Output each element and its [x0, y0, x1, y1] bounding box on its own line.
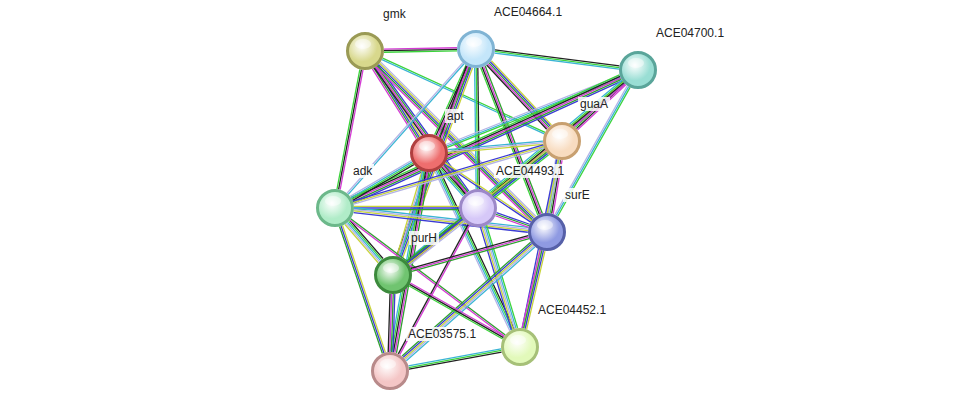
interaction-edge	[522, 250, 545, 329]
evidence-line	[475, 68, 477, 189]
evidence-line	[404, 245, 533, 359]
evidence-line	[496, 214, 529, 226]
evidence-line	[403, 243, 532, 357]
node-gloss	[380, 359, 396, 369]
protein-node: purH	[374, 256, 412, 294]
evidence-line	[354, 213, 528, 233]
evidence-line	[352, 76, 620, 198]
interaction-edge	[495, 213, 529, 228]
evidence-line	[384, 49, 457, 50]
node-label: ACE03575.1	[406, 327, 478, 341]
interaction-edge	[350, 219, 506, 336]
protein-node: ACE03575.1	[371, 352, 409, 390]
evidence-line	[408, 349, 501, 366]
evidence-line	[340, 227, 383, 354]
interaction-edge	[408, 349, 501, 369]
node-gloss	[325, 196, 341, 206]
evidence-line	[384, 51, 457, 52]
evidence-line	[495, 50, 619, 66]
evidence-line	[354, 81, 622, 203]
node-gloss	[383, 263, 399, 273]
node-gloss	[552, 129, 568, 139]
evidence-line	[341, 226, 384, 353]
node-label: ACE04700.1	[654, 26, 726, 40]
protein-node: ACE04664.1	[457, 30, 495, 68]
evidence-line	[354, 209, 528, 229]
evidence-line	[353, 79, 621, 201]
interaction-edge	[340, 225, 386, 353]
evidence-line	[350, 161, 411, 197]
evidence-line	[409, 350, 502, 367]
evidence-line	[384, 48, 457, 49]
evidence-line	[495, 53, 619, 69]
node-gloss	[355, 39, 371, 49]
node-label: adk	[351, 164, 374, 178]
node-gloss	[419, 141, 435, 151]
evidence-line	[354, 208, 528, 228]
node-label: apt	[445, 109, 466, 123]
node-label: guaA	[578, 97, 610, 111]
node-gloss	[466, 37, 482, 47]
node-label: ACE04664.1	[492, 5, 564, 19]
node-label: gmk	[381, 7, 408, 21]
evidence-line	[354, 211, 528, 231]
interaction-edge	[495, 50, 620, 69]
protein-node: gmk	[346, 32, 384, 70]
protein-node: ACE04700.1	[619, 51, 657, 89]
evidence-line	[495, 216, 528, 228]
node-gloss	[628, 58, 644, 68]
node-label: ACE04493.1	[494, 164, 566, 178]
evidence-line	[439, 169, 514, 329]
evidence-line	[448, 143, 543, 152]
interaction-edge	[475, 68, 480, 189]
node-label: purH	[409, 231, 439, 245]
evidence-line	[354, 206, 459, 207]
protein-node: adk	[316, 189, 354, 227]
node-label: ACE04452.1	[536, 303, 608, 317]
evidence-line	[495, 51, 619, 67]
evidence-line	[406, 247, 535, 361]
protein-node: surE	[528, 213, 566, 251]
interaction-edge	[351, 75, 622, 203]
evidence-line	[354, 207, 459, 208]
evidence-line	[402, 242, 531, 356]
interaction-edge	[388, 294, 395, 352]
evidence-line	[343, 225, 386, 352]
evidence-line	[527, 251, 545, 329]
protein-node: ACE04493.1	[459, 189, 497, 227]
evidence-line	[446, 76, 620, 145]
evidence-line	[409, 352, 502, 369]
evidence-line	[397, 66, 467, 256]
protein-node: ACE04452.1	[501, 328, 539, 366]
node-gloss	[537, 220, 553, 230]
evidence-line	[405, 246, 534, 360]
protein-node: guaA	[543, 122, 581, 160]
node-gloss	[510, 335, 526, 345]
evidence-line	[352, 78, 620, 200]
interaction-edge	[402, 242, 535, 361]
evidence-line	[388, 294, 390, 352]
evidence-line	[480, 227, 511, 330]
interaction-edge	[384, 48, 457, 53]
node-label: surE	[563, 188, 592, 202]
protein-node: apt	[410, 134, 448, 172]
interaction-edge	[354, 208, 529, 232]
node-gloss	[468, 196, 484, 206]
